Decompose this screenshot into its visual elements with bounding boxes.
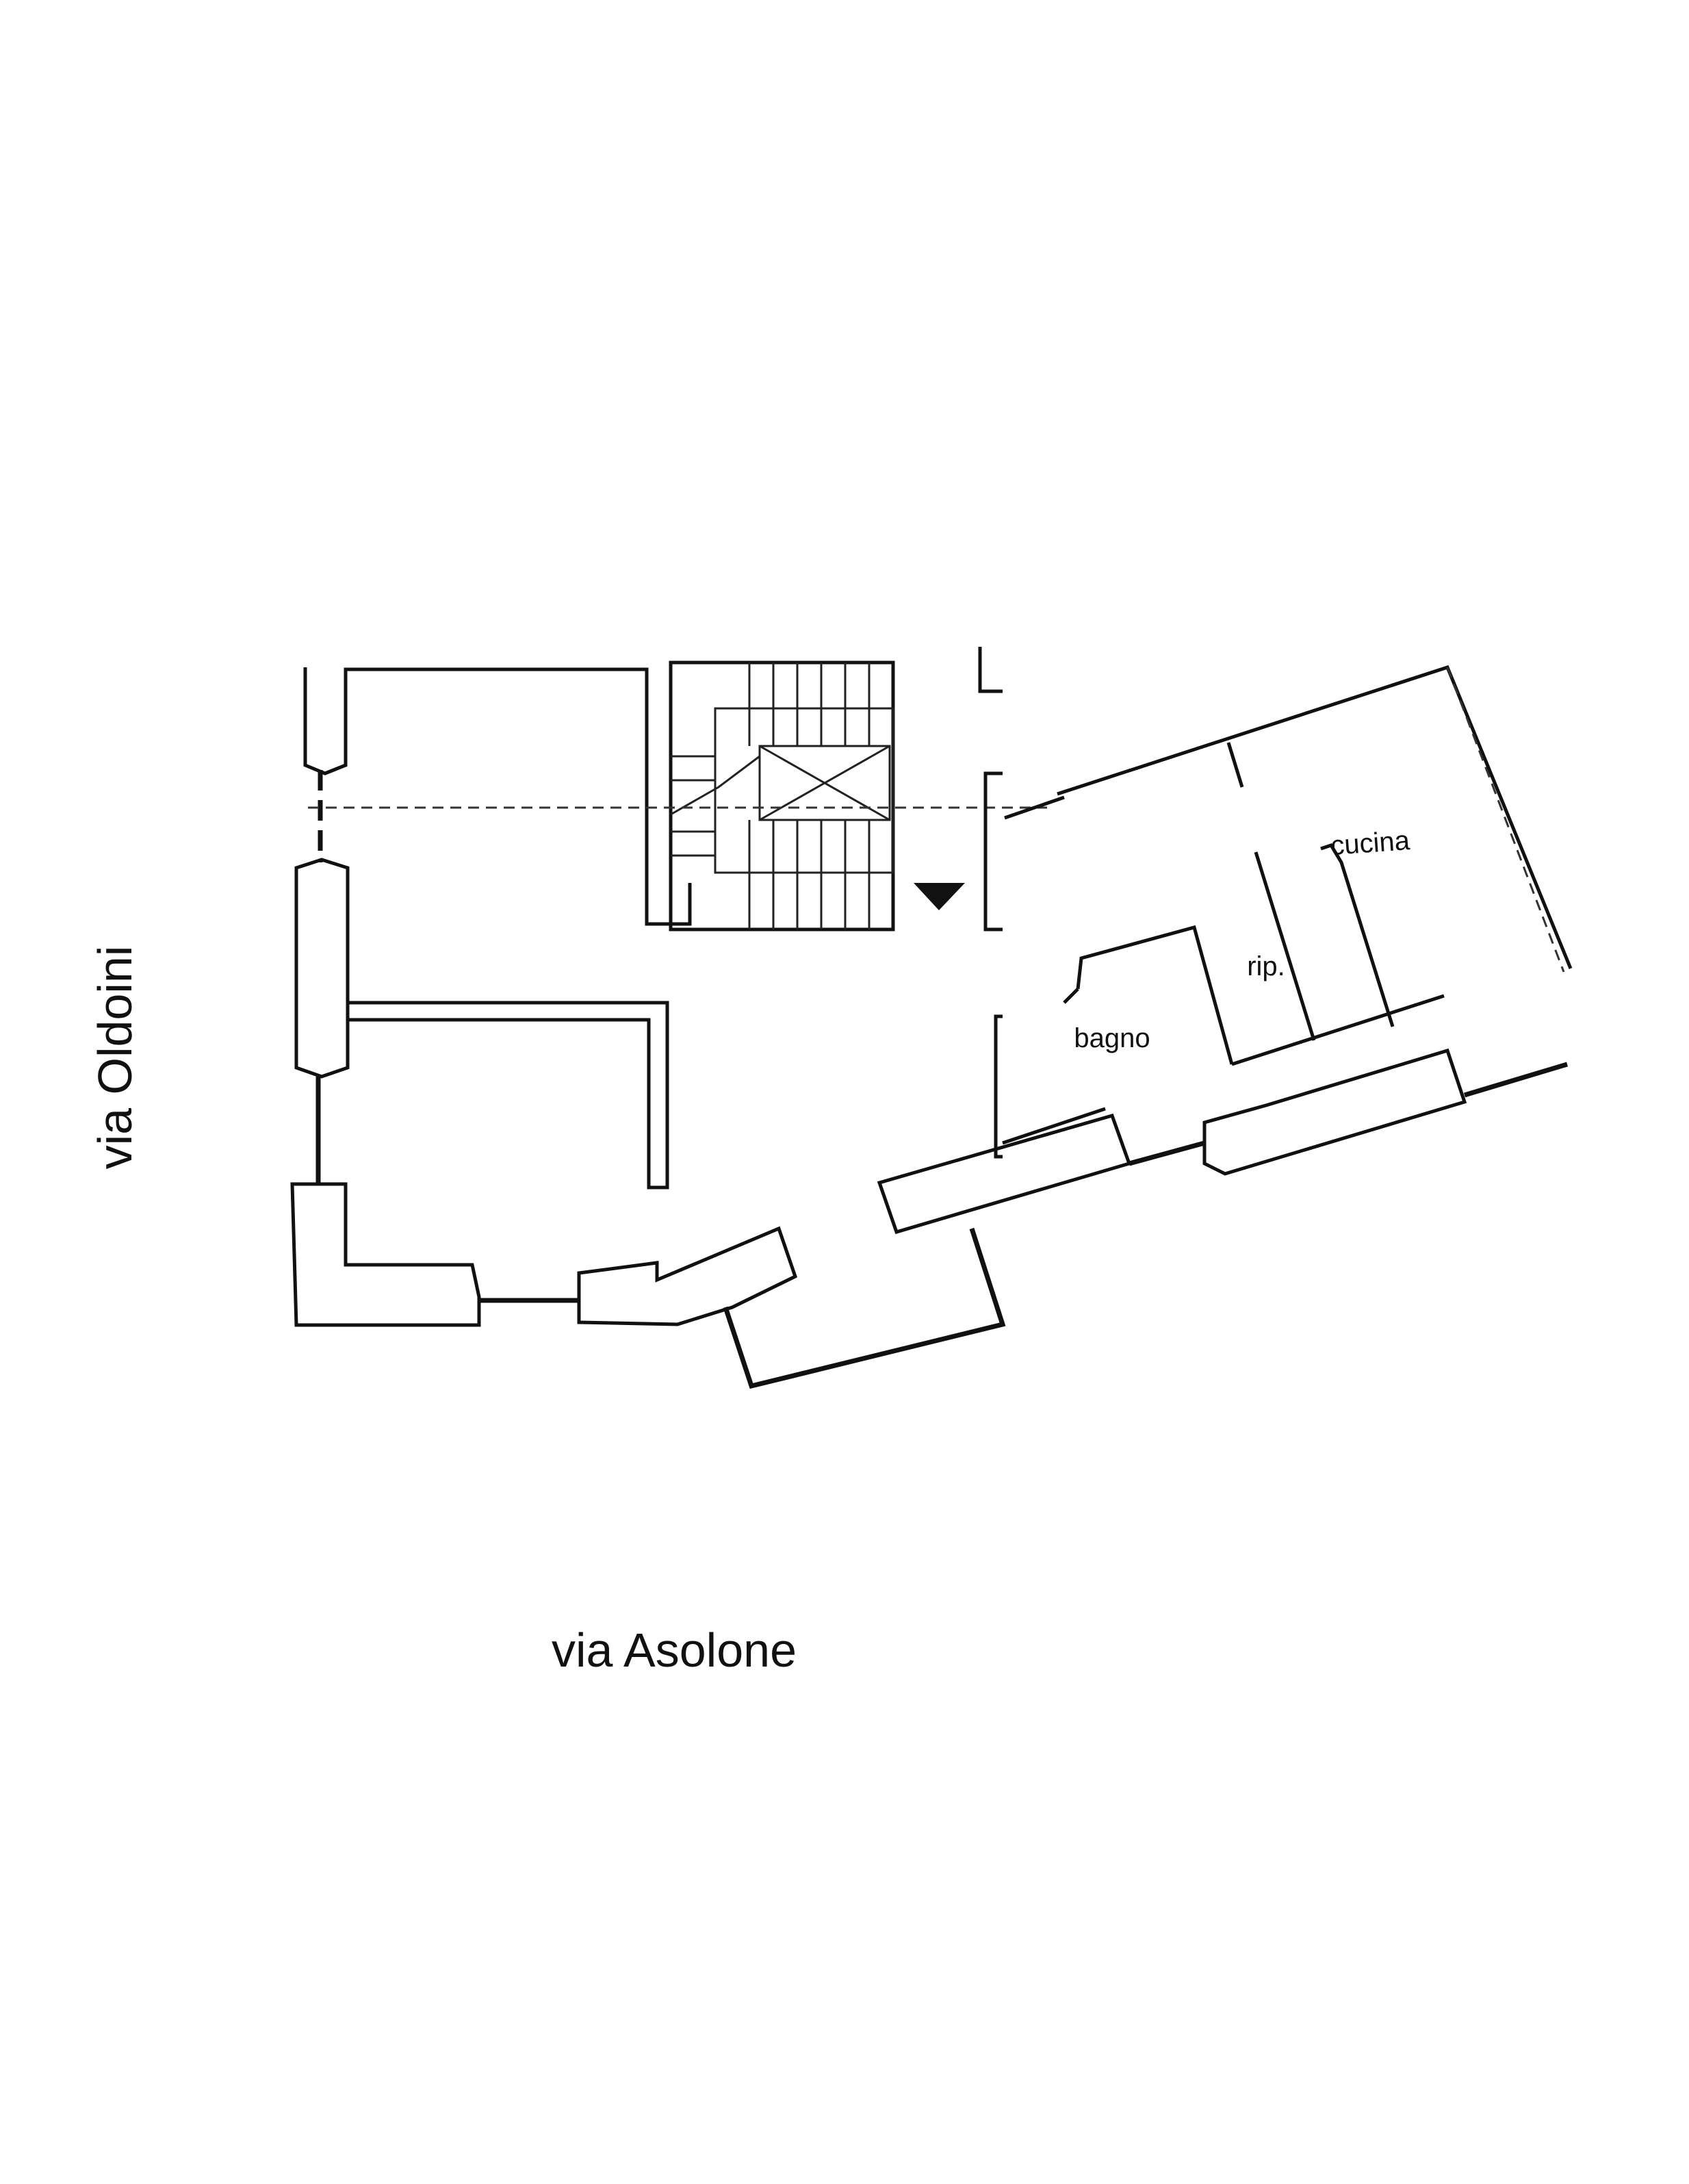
street-label-left: via Oldoini xyxy=(88,946,142,1170)
room-label-bathroom: bagno xyxy=(1074,1023,1150,1053)
balcony xyxy=(723,1227,1006,1389)
corridor-walls xyxy=(978,647,1003,1159)
right-wing-walls xyxy=(877,665,1573,1235)
street-label-bottom: via Asolone xyxy=(552,1623,797,1677)
bathroom-walls xyxy=(1002,925,1234,1145)
left-wing-partition xyxy=(348,1001,669,1190)
room-label-storage: rip. xyxy=(1247,951,1285,981)
storage-kitchen-walls xyxy=(1231,843,1445,1066)
staircase xyxy=(308,660,1047,932)
entrance-arrow-icon xyxy=(914,883,965,910)
left-wing-walls xyxy=(290,667,798,1327)
room-label-kitchen: cucina xyxy=(1330,825,1411,861)
